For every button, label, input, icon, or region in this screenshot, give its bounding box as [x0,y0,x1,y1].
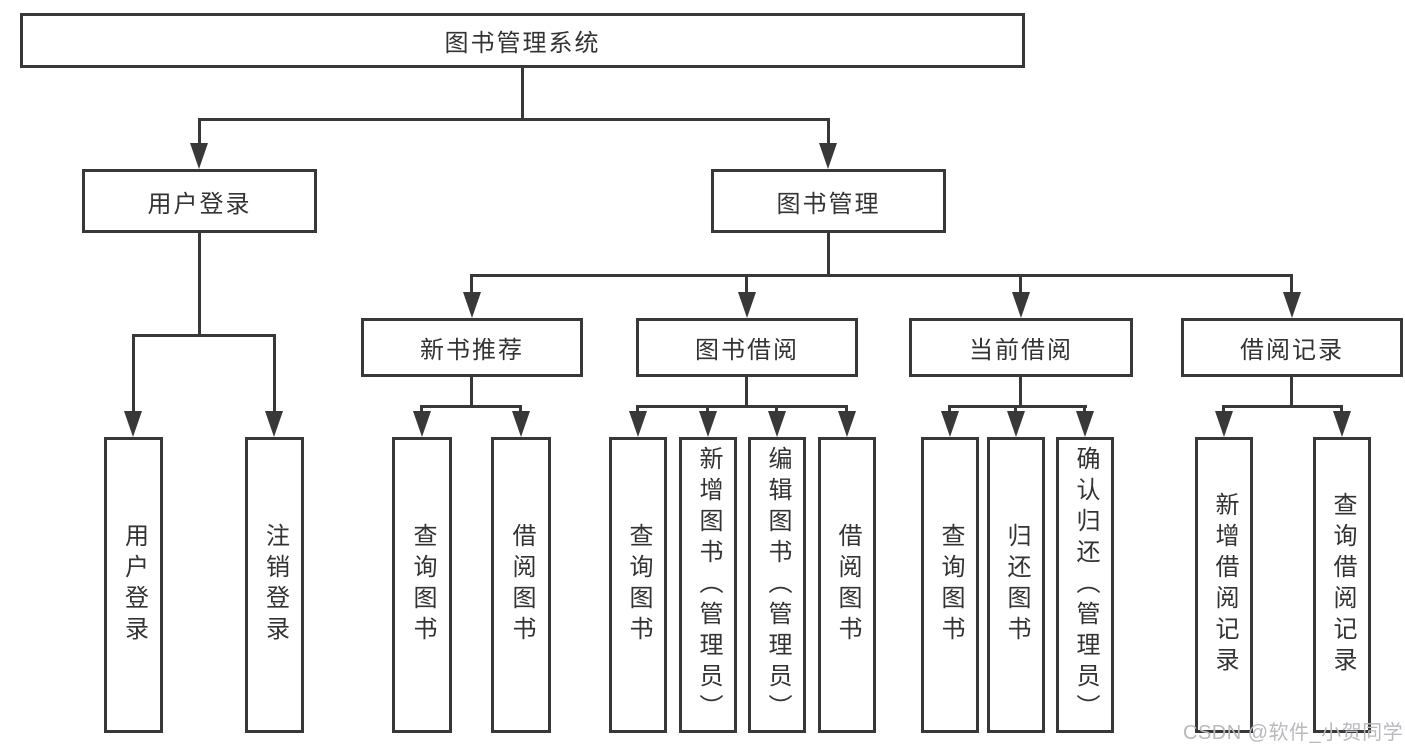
connector-vline [470,377,473,408]
arrowhead-down-icon [819,143,837,169]
arrowhead-down-icon [1283,292,1301,318]
connector-hline [1222,405,1343,408]
connector-vline [636,405,639,415]
connector-vline [1083,405,1086,415]
connector-vline [273,334,276,415]
connector-vline [745,377,748,408]
node-borrowing-records: 借阅记录 [1181,318,1403,377]
node-book-management: 图书管理 [711,169,946,233]
connector-vline [1340,405,1343,415]
arrowhead-down-icon [941,411,959,437]
connector-vline [1019,377,1022,408]
connector-vline [420,405,423,415]
arrowhead-down-icon [768,411,786,437]
arrowhead-down-icon [629,411,647,437]
connector-vline [519,405,522,415]
leaf-edit-books-admin: 编辑图书（管理员） [748,437,806,733]
connector-vline [827,118,830,147]
leaf-user-login: 用户登录 [104,437,163,733]
connector-vline [1290,377,1293,408]
connector-vline [745,274,748,296]
arrowhead-down-icon [1076,411,1094,437]
arrowhead-down-icon [512,411,530,437]
arrowhead-down-icon [190,143,208,169]
connector-vline [948,405,951,415]
node-user-login: 用户登录 [82,169,317,233]
leaf-query-books-borrowing: 查询图书 [609,437,667,733]
connector-vline [1222,405,1225,415]
node-system-root: 图书管理系统 [20,13,1025,68]
leaf-logout-login: 注销登录 [245,437,304,733]
leaf-confirm-return-admin: 确认归还（管理员） [1056,437,1114,733]
leaf-add-books-admin: 新增图书（管理员） [679,437,737,733]
leaf-query-books-current: 查询图书 [921,437,979,733]
connector-hline [470,274,1293,277]
arrowhead-down-icon [265,411,283,437]
connector-vline [845,405,848,415]
connector-vline [198,118,201,147]
connector-hline [420,405,522,408]
connector-vline [827,233,830,277]
arrowhead-down-icon [1215,411,1233,437]
connector-vline [1290,274,1293,296]
node-book-borrowing: 图书借阅 [636,318,858,377]
leaf-query-borrow-record: 查询借阅记录 [1313,437,1371,733]
node-current-borrowing: 当前借阅 [909,318,1133,377]
leaf-query-books-recommend: 查询图书 [392,437,452,733]
leaf-borrow-books-borrowing: 借阅图书 [818,437,876,733]
connector-hline [636,405,848,408]
connector-hline [132,334,276,337]
connector-hline [198,118,830,121]
arrowhead-down-icon [838,411,856,437]
arrowhead-down-icon [413,411,431,437]
arrowhead-down-icon [463,292,481,318]
arrowhead-down-icon [1333,411,1351,437]
connector-hline [948,405,1087,408]
connector-vline [775,405,778,415]
arrowhead-down-icon [738,292,756,318]
arrowhead-down-icon [1012,292,1030,318]
arrowhead-down-icon [699,411,717,437]
watermark-csdn: CSDN @软件_小贺同学 [1183,722,1404,744]
arrowhead-down-icon [1007,411,1025,437]
connector-vline [198,233,201,337]
connector-vline [521,68,524,120]
connector-vline [706,405,709,415]
leaf-add-borrow-record: 新增借阅记录 [1195,437,1253,733]
node-new-book-recommendation: 新书推荐 [361,318,583,377]
leaf-borrow-books-recommend: 借阅图书 [491,437,551,733]
connector-vline [1014,405,1017,415]
leaf-return-books: 归还图书 [987,437,1045,733]
connector-vline [470,274,473,296]
connector-vline [1019,274,1022,296]
connector-vline [132,334,135,415]
arrowhead-down-icon [124,411,142,437]
